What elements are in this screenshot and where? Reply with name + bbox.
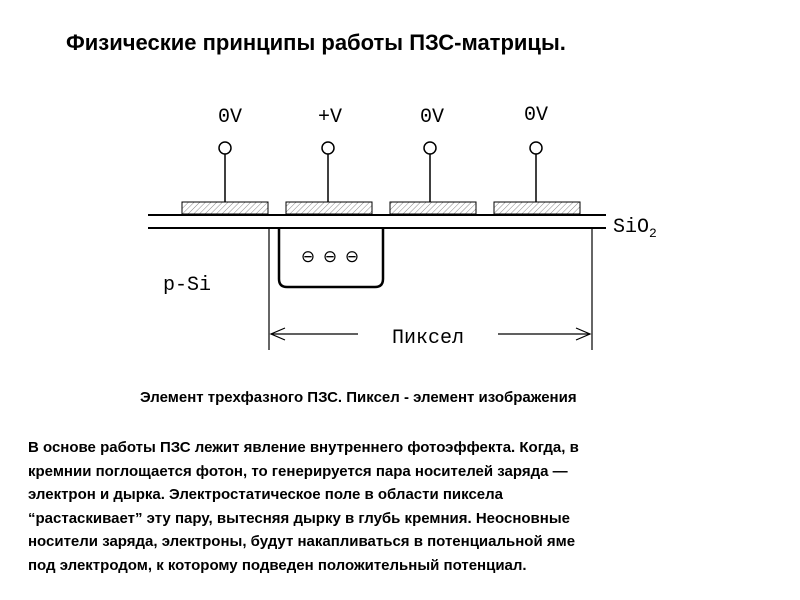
oxide-label: SiO2 [613, 216, 657, 241]
body-line: “растаскивает” эту пару, вытесняя дырку … [28, 509, 570, 527]
electrode-4: 0V [493, 104, 581, 215]
body-line: В основе работы ПЗС лежит явление внутре… [28, 439, 579, 456]
pixel-arrowhead-right [575, 327, 592, 341]
electron-symbol: ⊖ [345, 247, 359, 267]
pixel-label: Пиксел [392, 327, 464, 350]
electrode-plate [493, 201, 581, 215]
potential-well [277, 228, 385, 289]
substrate-label: p-Si [163, 274, 211, 297]
electrode-voltage-label: 0V [218, 106, 242, 129]
slide-title: Физические принципы работы ПЗС-матрицы. [66, 30, 566, 55]
electrode-plate [389, 201, 477, 215]
electrode-voltage-label: +V [318, 106, 342, 129]
electrode-terminal [321, 141, 335, 155]
electrode-2: +V [285, 106, 373, 215]
electron-symbol: ⊖ [323, 247, 337, 267]
body-paragraph: В основе работы ПЗС лежит явление внутре… [28, 436, 778, 577]
body-line: носители заряда, электроны, будут накапл… [28, 533, 576, 550]
pixel-arrowhead-left [269, 327, 286, 341]
figure-caption: Элемент трехфазного ПЗС. Пиксел - элемен… [140, 389, 577, 406]
body-line: электрон и дырка. Электростатическое пол… [28, 486, 504, 503]
electrode-voltage-label: 0V [524, 104, 548, 127]
electrode-terminal [423, 141, 437, 155]
electrode-3: 0V [389, 106, 477, 215]
body-line: кремнии поглощается фотон, то генерирует… [28, 462, 568, 480]
electrode-voltage-label: 0V [420, 106, 444, 129]
body-line: под электродом, к которому подведен поло… [28, 556, 527, 574]
electrode-terminal [218, 141, 232, 155]
electrode-plate [181, 201, 269, 215]
electrode-plate [285, 201, 373, 215]
electrode-terminal [529, 141, 543, 155]
electron-symbol: ⊖ [301, 247, 315, 267]
electrode-1: 0V [181, 106, 269, 215]
electrons: ⊖ ⊖ ⊖ [301, 247, 359, 267]
